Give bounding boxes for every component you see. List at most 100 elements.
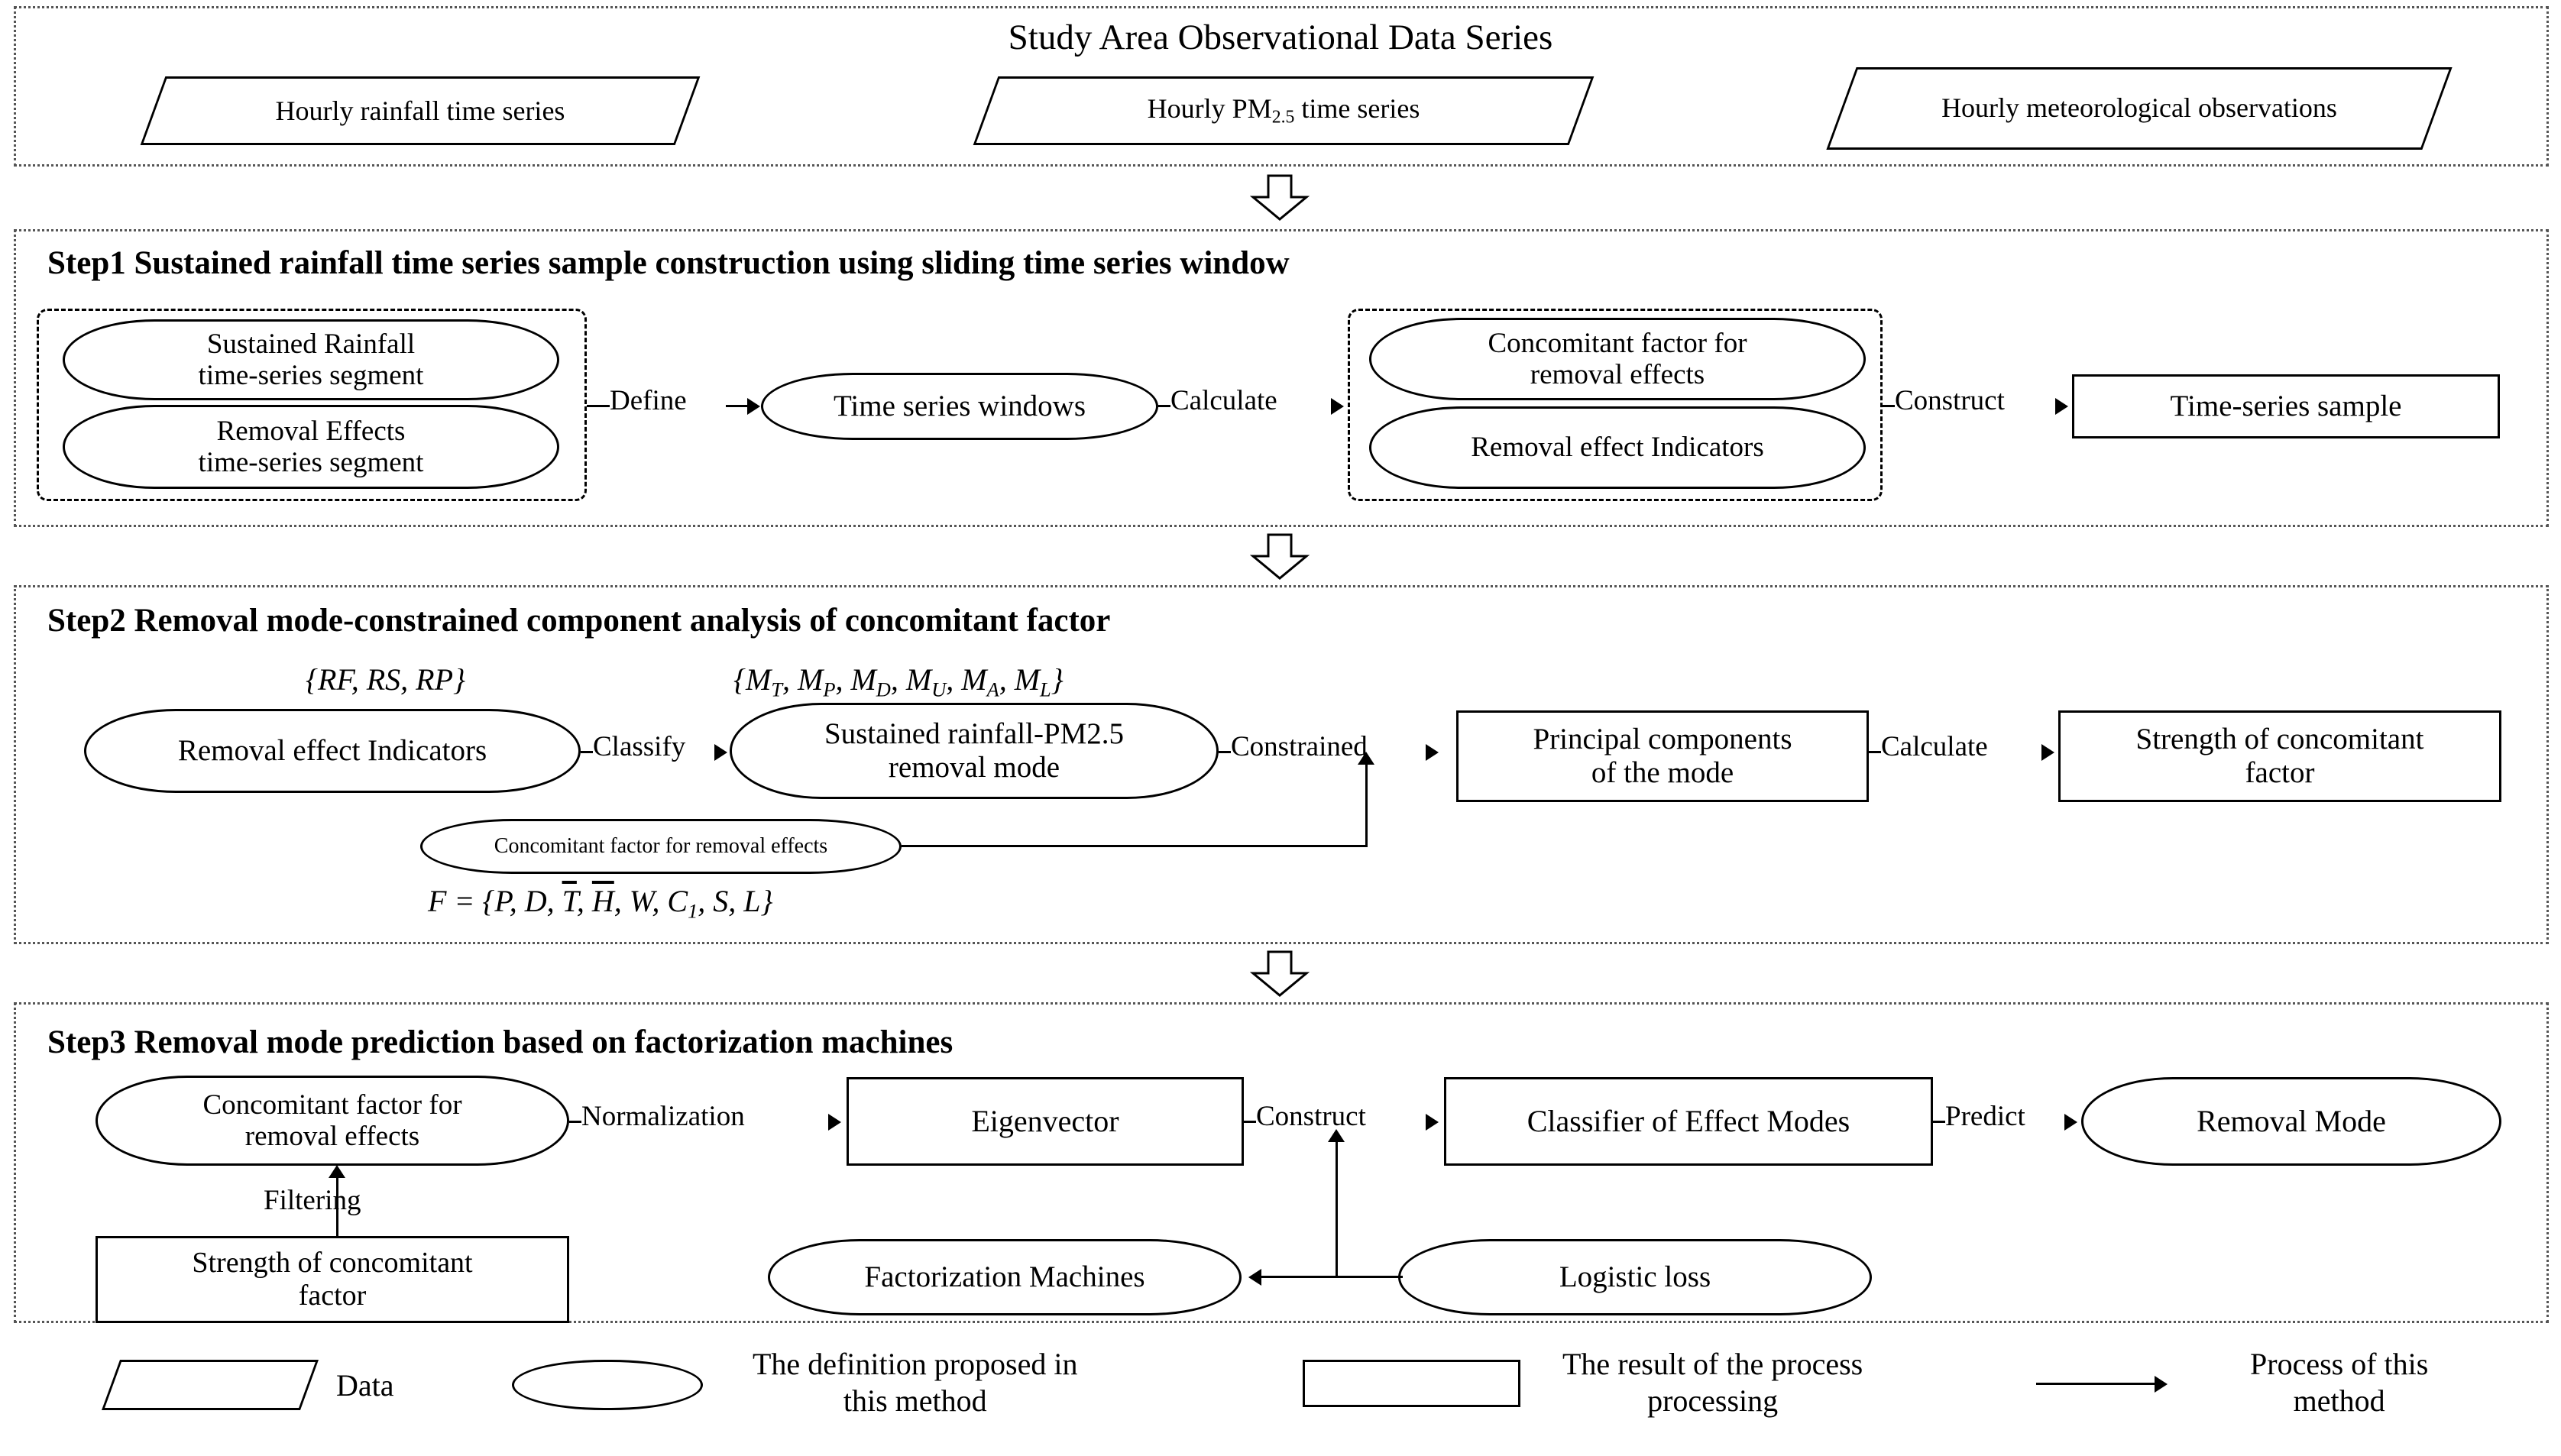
edge-predict-arrow xyxy=(2064,1114,2077,1131)
legend-data-label: Data xyxy=(336,1368,394,1403)
data-hourly-meteorological: Hourly meteorological observations xyxy=(1826,67,2453,150)
legend-rectangle-icon xyxy=(1303,1360,1520,1407)
edge-classify-label: Classify xyxy=(593,731,686,763)
elbow-arrow-step2 xyxy=(1358,752,1374,765)
node-concomitant-factor-step3-label: Concomitant factor for removal effects xyxy=(202,1089,462,1152)
edge-predict-line xyxy=(1933,1121,1947,1123)
edge-normalization-label: Normalization xyxy=(581,1101,745,1133)
step1-title: Step1 Sustained rainfall time series sam… xyxy=(47,245,1290,281)
node-principal-components: Principal components of the mode xyxy=(1456,710,1869,802)
pm25-prefix: Hourly PM xyxy=(1147,93,1272,125)
edge-calculate1-line xyxy=(1158,405,1172,407)
node-concomitant-factor-step1: Concomitant factor for removal effects xyxy=(1369,318,1866,400)
node-removal-effect-indicators-step1: Removal effect Indicators xyxy=(1369,406,1866,489)
node-strength-concomitant-step2: Strength of concomitant factor xyxy=(2058,710,2501,802)
edge-construct1-label: Construct xyxy=(1895,385,2005,417)
edge-construct1-arrow xyxy=(2055,398,2068,415)
legend-result-label: The result of the process processing xyxy=(1562,1346,1863,1419)
node-logistic-loss: Logistic loss xyxy=(1398,1239,1872,1315)
section-arrow-1 xyxy=(1250,174,1310,222)
elbow-h-step2 xyxy=(902,845,1368,847)
node-removal-effect-indicators-step2: Removal effect Indicators xyxy=(84,709,581,793)
parallelogram-shape xyxy=(101,1360,319,1410)
node-time-series-sample-label: Time-series sample xyxy=(2170,390,2402,423)
node-eigenvector: Eigenvector xyxy=(847,1077,1244,1166)
node-factorization-machines-label: Factorization Machines xyxy=(864,1260,1145,1294)
node-strength-concomitant-step2-label: Strength of concomitant factor xyxy=(2135,723,2424,789)
edge-calculate1-arrow xyxy=(1331,398,1344,415)
step1-left-group xyxy=(37,309,587,501)
node-strength-concomitant-step3-label: Strength of concomitant factor xyxy=(192,1247,473,1312)
node-concomitant-factor-step3: Concomitant factor for removal effects xyxy=(96,1076,569,1166)
node-removal-mode-step2: Sustained rainfall-PM2.5 removal mode xyxy=(730,703,1219,799)
elbow-v-step2 xyxy=(1365,764,1368,846)
node-concomitant-factor-step1-label: Concomitant factor for removal effects xyxy=(1488,327,1747,390)
math-mode-set: {MT, MP, MD, MU, MA, ML} xyxy=(733,662,1064,701)
edge-classify-line xyxy=(581,751,594,753)
node-principal-components-label: Principal components of the mode xyxy=(1533,723,1792,789)
node-removal-effect-indicators-step2-label: Removal effect Indicators xyxy=(177,734,487,768)
edge-normalization-line xyxy=(569,1121,583,1123)
edge-filtering-line xyxy=(336,1176,338,1238)
edge-constrained-arrow xyxy=(1426,744,1439,761)
data-hourly-rainfall: Hourly rainfall time series xyxy=(140,76,701,145)
section-arrow-2 xyxy=(1250,533,1310,581)
node-removal-effects-segment: Removal Effects time-series segment xyxy=(63,405,559,489)
node-logistic-loss-label: Logistic loss xyxy=(1559,1260,1711,1294)
section-arrow-3 xyxy=(1250,950,1310,998)
legend-parallelogram-icon xyxy=(101,1360,319,1410)
edge-normalization-arrow xyxy=(828,1114,841,1131)
legend-process-label: Process of this method xyxy=(2250,1346,2429,1419)
edge-constrained-line xyxy=(1219,751,1232,753)
data-hourly-pm25-label: Hourly PM2.5 time series xyxy=(1128,93,1440,128)
edge-calculate2-line xyxy=(1869,751,1883,753)
page-title: Study Area Observational Data Series xyxy=(1008,18,1553,57)
edge-loss-to-fm-line xyxy=(1261,1276,1403,1278)
data-hourly-meteorological-label: Hourly meteorological observations xyxy=(1941,92,2337,124)
edge-construct1-line xyxy=(1883,405,1896,407)
edge-calculate2-arrow xyxy=(2041,744,2054,761)
node-sustained-rainfall-segment: Sustained Rainfall time-series segment xyxy=(63,319,559,400)
step3-title: Step3 Removal mode prediction based on f… xyxy=(47,1024,953,1060)
legend-arrow-icon xyxy=(2155,1376,2168,1393)
node-time-series-sample: Time-series sample xyxy=(2072,374,2500,438)
edge-define-label: Define xyxy=(610,385,687,417)
edge-filtering-label: Filtering xyxy=(264,1185,361,1216)
node-removal-mode-step2-label: Sustained rainfall-PM2.5 removal mode xyxy=(824,717,1125,784)
node-classifier-effect-modes: Classifier of Effect Modes xyxy=(1444,1077,1933,1166)
node-time-series-windows-label: Time series windows xyxy=(833,390,1086,423)
node-eigenvector-label: Eigenvector xyxy=(971,1103,1119,1138)
node-removal-effect-indicators-step1-label: Removal effect Indicators xyxy=(1471,432,1764,464)
edge-define-arrow xyxy=(747,398,760,415)
legend-definition-label: The definition proposed in this method xyxy=(753,1346,1078,1419)
edge-filtering-arrow xyxy=(329,1165,345,1178)
edge-construct3-line xyxy=(1244,1121,1258,1123)
edge-calculate1-label: Calculate xyxy=(1170,385,1277,417)
node-removal-mode-step3-label: Removal Mode xyxy=(2197,1103,2386,1138)
edge-loss-to-fm-arrow xyxy=(1248,1269,1261,1286)
node-removal-effects-segment-label: Removal Effects time-series segment xyxy=(198,415,424,478)
node-factorization-machines: Factorization Machines xyxy=(768,1239,1242,1315)
edge-loss-branch-up xyxy=(1336,1141,1338,1277)
legend-arrow-line xyxy=(2036,1383,2158,1385)
edge-construct3-arrow xyxy=(1426,1114,1439,1131)
node-concomitant-factor-small-label: Concomitant factor for removal effects xyxy=(494,834,828,859)
edge-calculate2-label: Calculate xyxy=(1881,731,1988,763)
node-sustained-rainfall-segment-label: Sustained Rainfall time-series segment xyxy=(198,328,424,391)
pm25-subscript: 2.5 xyxy=(1271,108,1295,128)
edge-construct3-label: Construct xyxy=(1256,1101,1366,1133)
node-concomitant-factor-small: Concomitant factor for removal effects xyxy=(420,819,902,874)
node-strength-concomitant-step3: Strength of concomitant factor xyxy=(96,1236,569,1323)
edge-constrained-label: Constrained xyxy=(1231,731,1368,763)
node-classifier-effect-modes-label: Classifier of Effect Modes xyxy=(1527,1103,1850,1138)
edge-classify-arrow xyxy=(714,744,727,761)
step1-right-group xyxy=(1348,309,1883,501)
legend-stadium-icon xyxy=(512,1360,703,1410)
edge-define-line xyxy=(587,405,610,407)
pm25-suffix: time series xyxy=(1294,93,1420,125)
math-indicator-set: {RF, RS, RP} xyxy=(306,662,466,697)
edge-predict-label: Predict xyxy=(1945,1101,2025,1133)
node-time-series-windows: Time series windows xyxy=(761,373,1158,440)
node-removal-mode-step3: Removal Mode xyxy=(2081,1077,2501,1166)
